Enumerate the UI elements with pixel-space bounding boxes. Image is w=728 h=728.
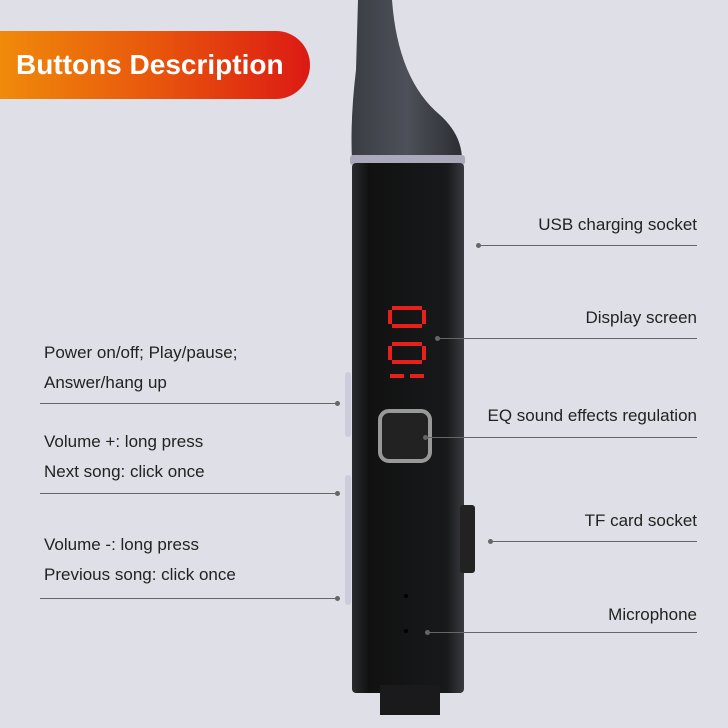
leader-dot [476,243,481,248]
page-title: Buttons Description [0,31,310,99]
eq-button [378,409,432,463]
leader-line [425,437,697,438]
label-volume-up-2: Next song: click once [44,462,205,481]
leader-line [437,338,697,339]
leader-line [427,632,697,633]
label-eq: EQ sound effects regulation [487,406,698,425]
label-volume-up-1: Volume +: long press [44,432,204,451]
label-display: Display screen [585,308,698,327]
strap [351,0,462,160]
leader-dot [335,596,340,601]
leader-dot [425,630,430,635]
label-tf: TF card socket [584,511,697,530]
leader-line [40,493,338,494]
leader-line [40,598,338,599]
leader-line [478,245,697,246]
display-screen-digits [388,306,426,378]
leader-dot [423,435,428,440]
tf-card-socket [460,505,475,573]
metal-ring [350,155,465,165]
label-microphone: Microphone [608,605,697,624]
leader-line [490,541,697,542]
leader-dot [335,491,340,496]
leader-line [40,403,338,404]
label-power-2: Answer/hang up [44,373,167,392]
leader-dot [335,401,340,406]
label-usb: USB charging socket [538,215,697,234]
label-volume-down-1: Volume -: long press [44,535,199,554]
label-power-1: Power on/off; Play/pause; [44,343,238,362]
side-button-power [345,372,351,437]
leader-dot [435,336,440,341]
label-volume-down-2: Previous song: click once [44,565,236,584]
side-button-volume [345,475,351,605]
leader-dot [488,539,493,544]
microphone-hole [404,594,408,598]
